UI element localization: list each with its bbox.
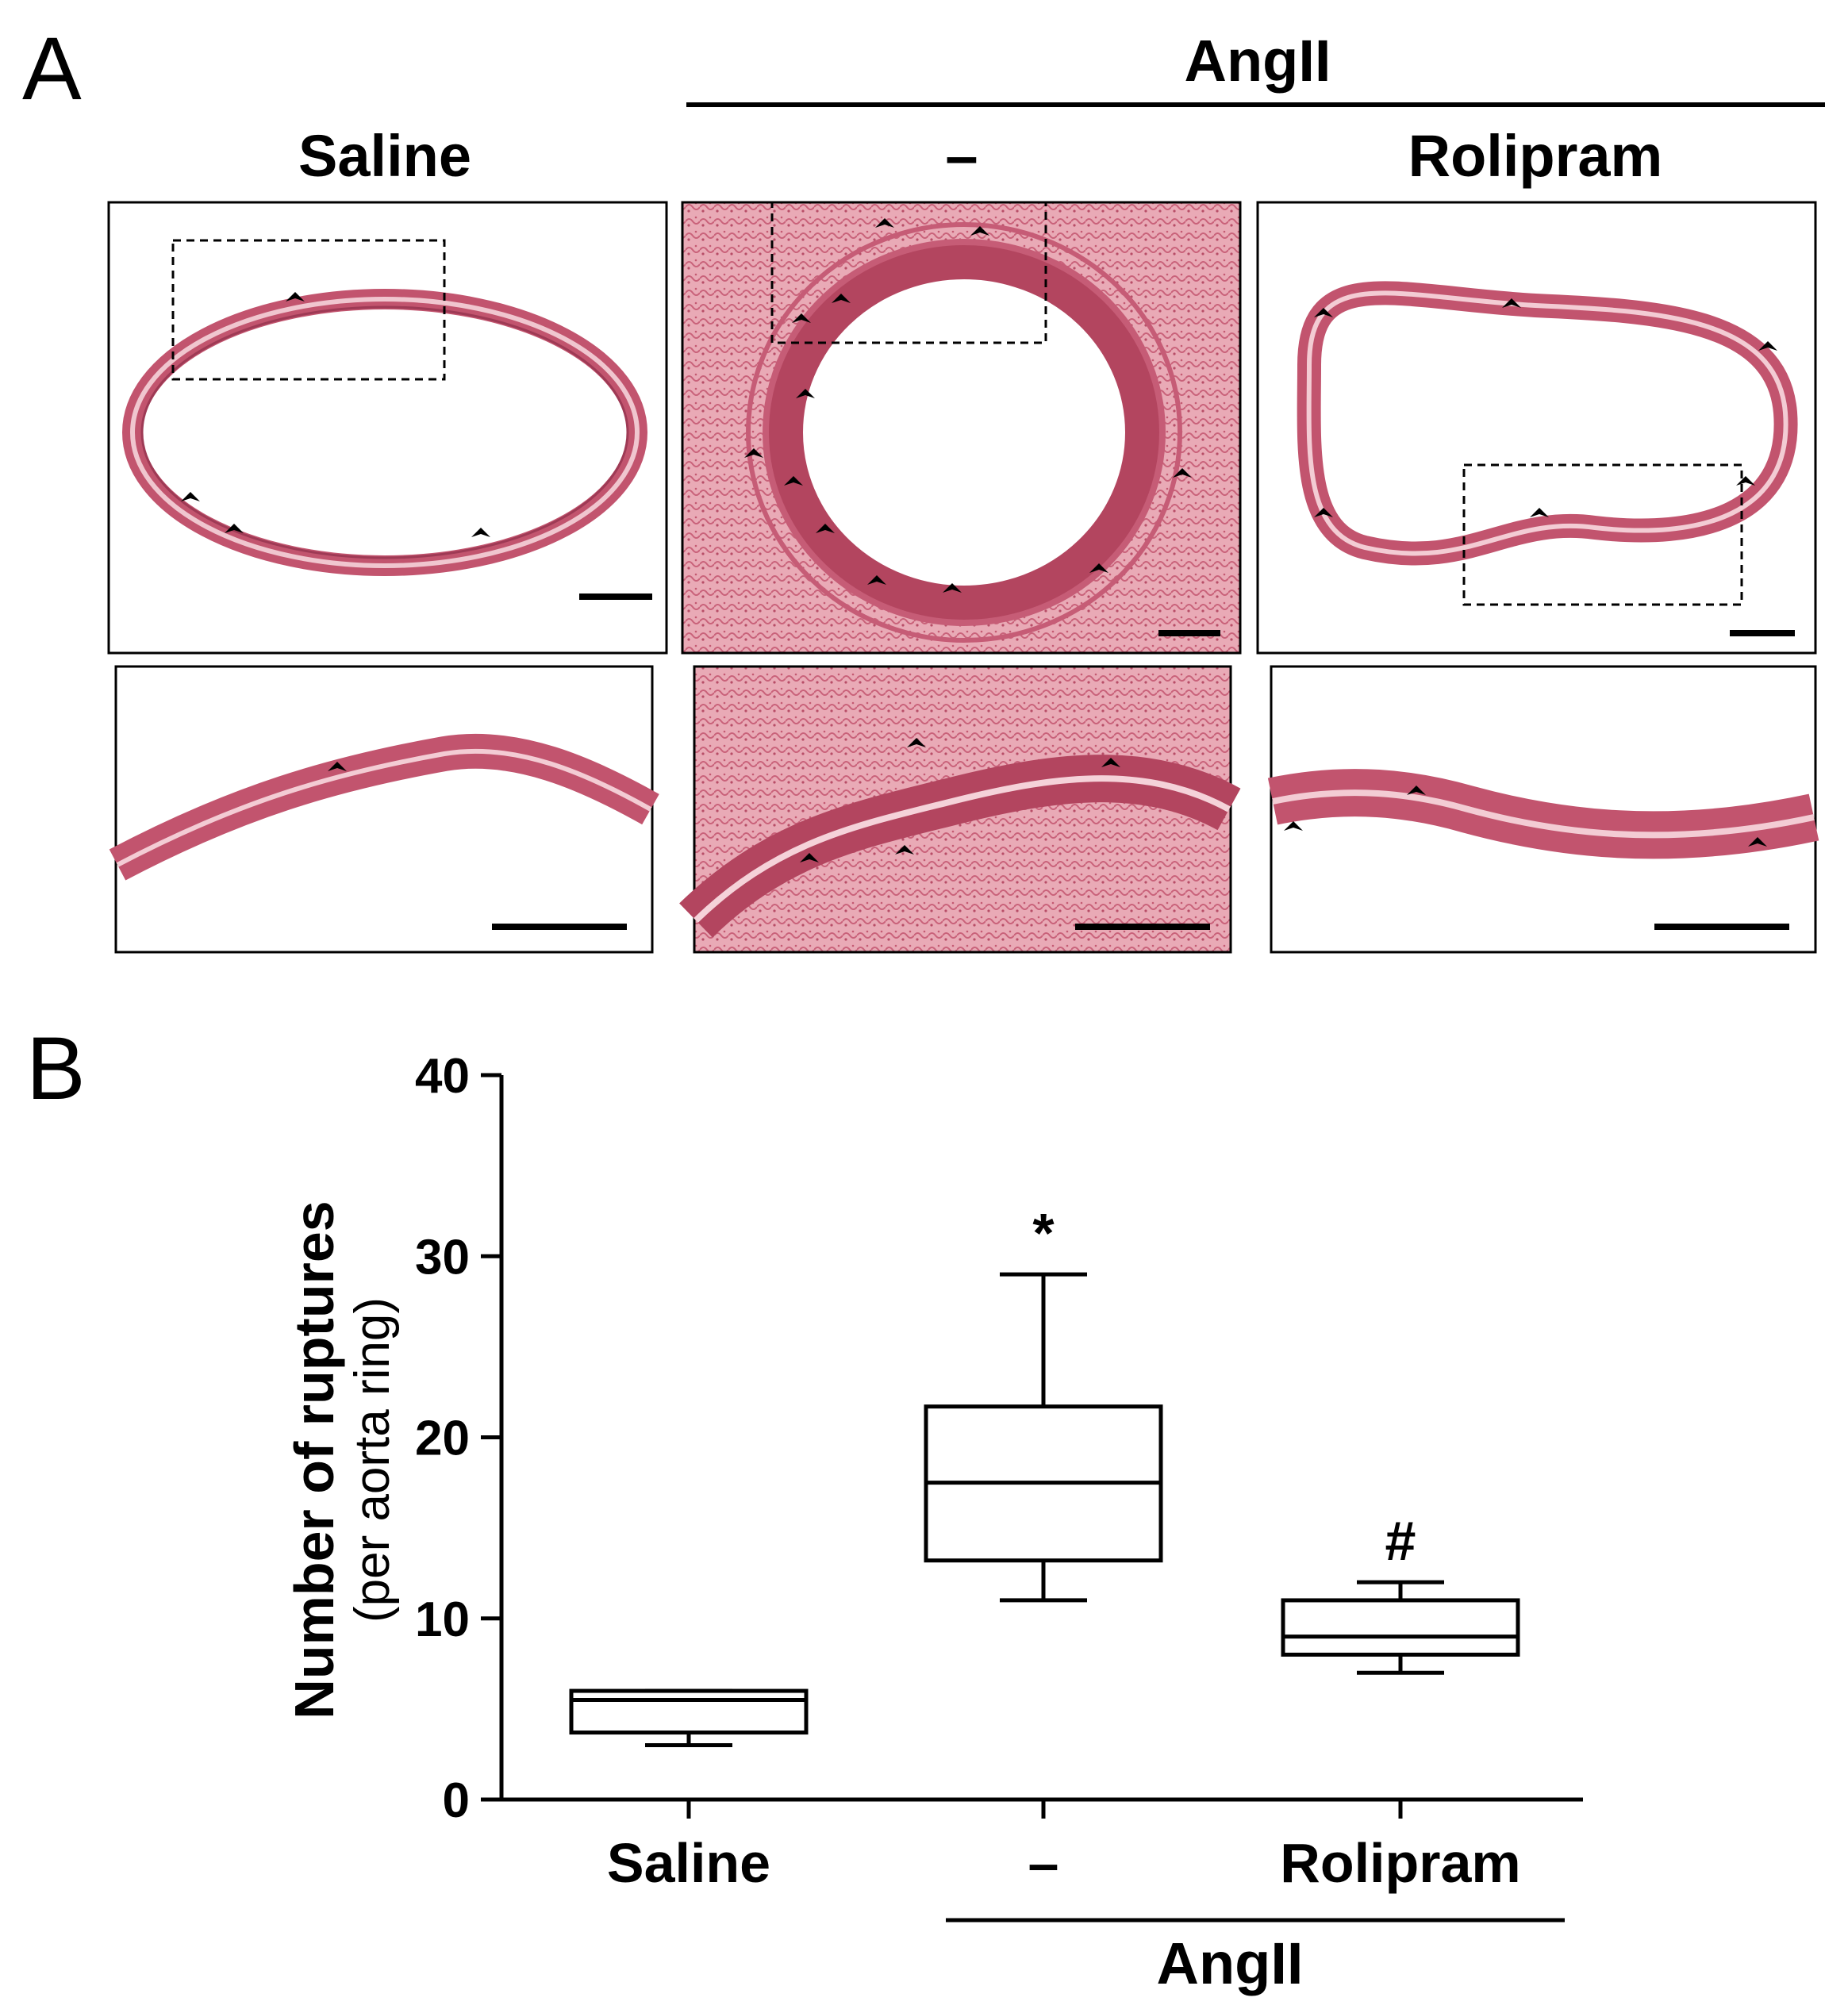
panel-b-letter: B — [26, 1019, 86, 1118]
y-tick-label: 30 — [415, 1230, 470, 1285]
x-tick-label: Saline — [607, 1832, 770, 1894]
y-tick-label: 10 — [415, 1592, 470, 1647]
micrograph-rolipram-overview — [1256, 201, 1817, 655]
significance-marker: * — [1032, 1202, 1055, 1264]
box-iqr — [569, 1688, 809, 1735]
panel-a-col-label-vehicle: – — [945, 123, 978, 189]
micrograph-angii-overview — [681, 201, 1242, 655]
panel-a: A AngII Saline – Rolipram — [22, 19, 1825, 954]
panel-a-col-label-saline: Saline — [298, 123, 471, 189]
panel-a-group-label: AngII — [1185, 28, 1331, 94]
x-tick-label: – — [1028, 1832, 1059, 1894]
micrograph-saline-overview — [107, 201, 668, 655]
panel-a-letter: A — [22, 19, 82, 118]
x-tick-label: Rolipram — [1280, 1832, 1520, 1894]
panel-a-col-label-rolipram: Rolipram — [1408, 123, 1663, 189]
micrograph-saline-zoom — [109, 665, 659, 954]
y-axis-label: Number of ruptures (per aorta ring) — [283, 1200, 400, 1719]
y-axis-title: Number of ruptures — [283, 1200, 345, 1719]
box-iqr — [1281, 1598, 1520, 1657]
y-tick-label: 40 — [415, 1049, 470, 1104]
x-group-label: AngII — [1157, 1930, 1304, 1996]
panel-b: B Number of ruptures (per aorta ring) 0 1… — [26, 1019, 1583, 1996]
y-tick-label: 0 — [443, 1773, 470, 1828]
micrograph-angii-zoom — [679, 665, 1241, 954]
y-axis-subtitle: (per aorta ring) — [345, 1297, 400, 1623]
micrograph-rolipram-zoom — [1267, 665, 1819, 954]
significance-marker: # — [1385, 1510, 1416, 1572]
y-tick-label: 20 — [415, 1412, 470, 1466]
